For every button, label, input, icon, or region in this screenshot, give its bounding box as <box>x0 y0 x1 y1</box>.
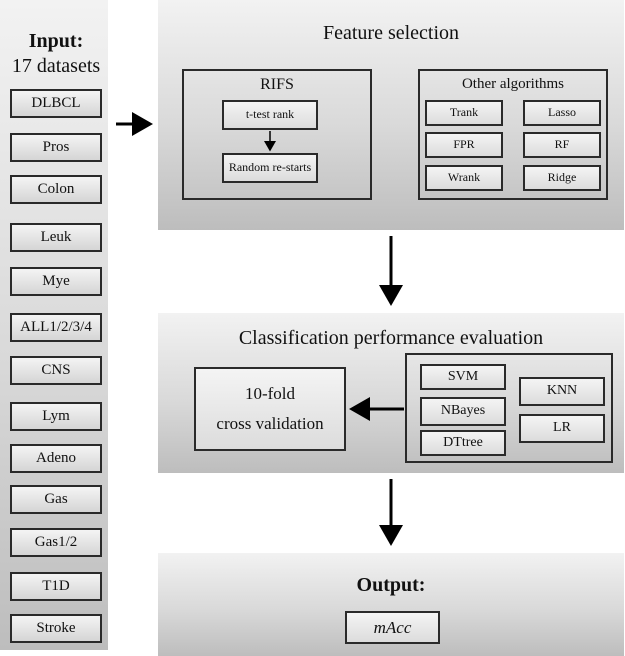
cross-validation-line2: cross validation <box>216 414 324 433</box>
dataset-item: Mye <box>10 267 102 296</box>
t-test-rank-box: t-test rank <box>222 100 318 130</box>
algorithm-box-lasso: Lasso <box>523 100 601 126</box>
input-subtitle: 17 datasets <box>11 55 101 77</box>
classifier-box-svm: SVM <box>420 364 506 390</box>
algorithm-box-fpr: FPR <box>425 132 503 158</box>
dataset-item: T1D <box>10 572 102 601</box>
classifier-box-knn: KNN <box>519 377 605 406</box>
algorithm-box-rf: RF <box>523 132 601 158</box>
dataset-item: DLBCL <box>10 89 102 118</box>
dataset-item: ALL1/2/3/4 <box>10 313 102 342</box>
dataset-item: Stroke <box>10 614 102 643</box>
input-title: Input: <box>28 30 84 52</box>
algorithm-box-ridge: Ridge <box>523 165 601 191</box>
random-restarts-box: Random re-starts <box>222 153 318 183</box>
algorithm-box-wrank: Wrank <box>425 165 503 191</box>
output-metric-box: mAcc <box>345 611 440 644</box>
dataset-item: Lym <box>10 402 102 431</box>
dataset-item: Gas <box>10 485 102 514</box>
feature-selection-title: Feature selection <box>322 22 460 44</box>
cross-validation-box: 10-fold cross validation <box>194 367 346 451</box>
dataset-item: Leuk <box>10 223 102 252</box>
dataset-item: Gas1/2 <box>10 528 102 557</box>
algorithm-box-trank: Trank <box>425 100 503 126</box>
classification-title: Classification performance evaluation <box>238 327 544 349</box>
other-algorithms-title: Other algorithms <box>461 76 565 92</box>
dataset-item: CNS <box>10 356 102 385</box>
classifier-box-lr: LR <box>519 414 605 443</box>
output-title: Output: <box>356 574 426 596</box>
rifs-title: RIFS <box>260 76 294 93</box>
dataset-item: Colon <box>10 175 102 204</box>
classifiers-frame <box>405 353 613 463</box>
dataset-item: Pros <box>10 133 102 162</box>
other-algorithms-frame <box>418 69 608 200</box>
cross-validation-line1: 10-fold <box>244 384 296 404</box>
classifier-box-dttree: DTtree <box>420 430 506 456</box>
dataset-item: Adeno <box>10 444 102 473</box>
rifs-frame <box>182 69 372 200</box>
classifier-box-nbayes: NBayes <box>420 397 506 426</box>
